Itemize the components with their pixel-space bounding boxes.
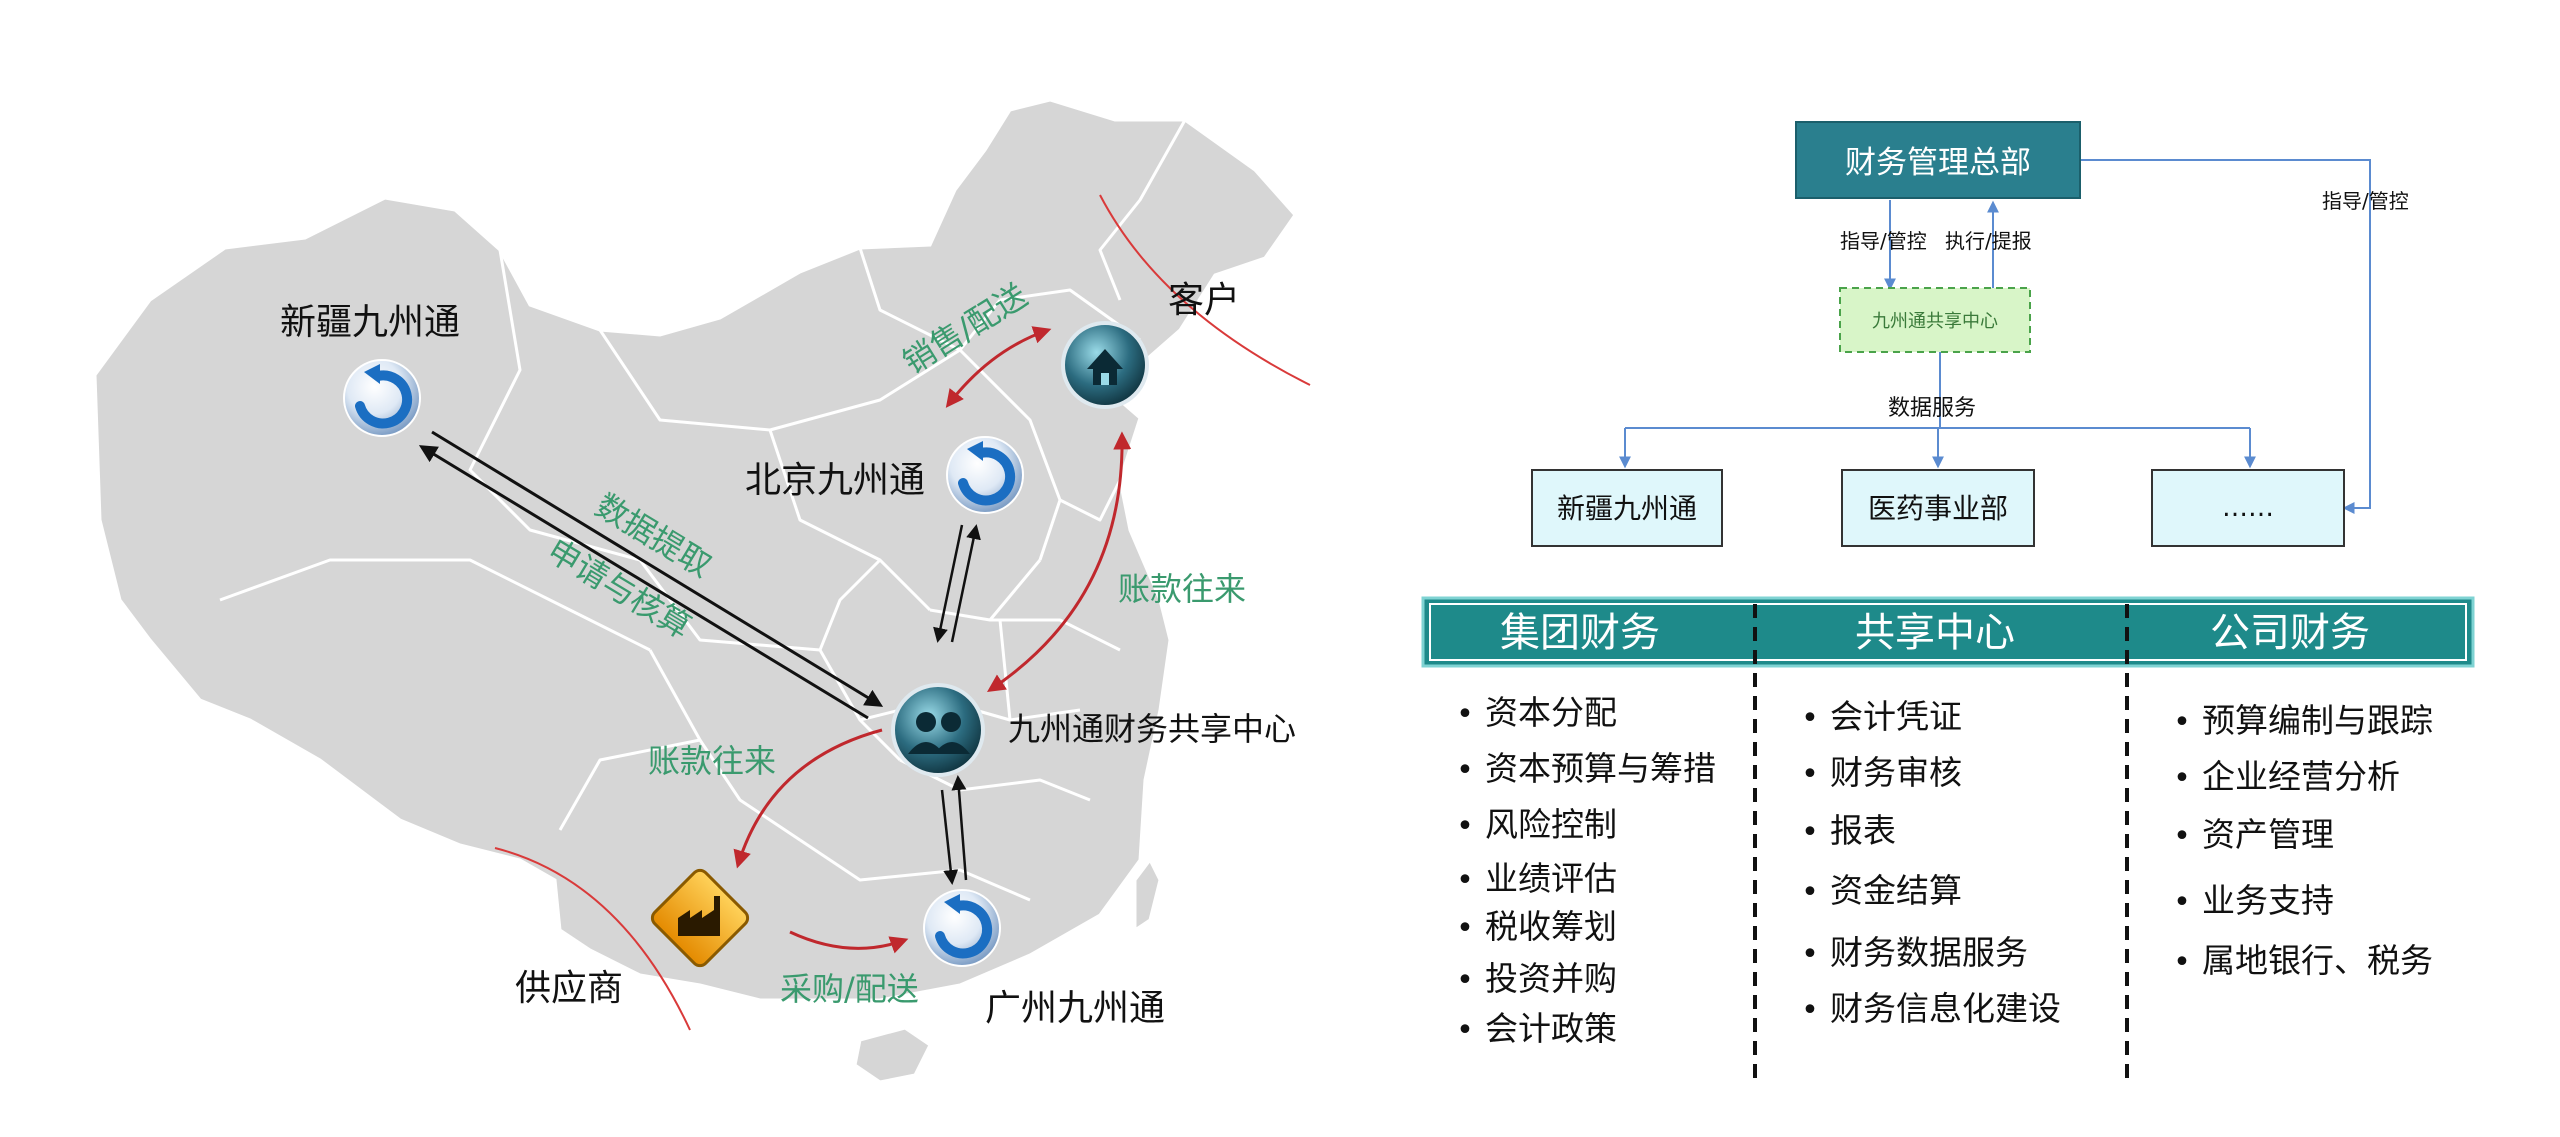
purchase-flow-label: 采购/配送 — [780, 970, 919, 1008]
list-item: 财务信息化建设 — [1790, 982, 2061, 1030]
list-item: 风险控制 — [1445, 798, 1617, 846]
hq-box: 财务管理总部 — [1795, 121, 2081, 199]
shared-center-box: 九州通共享中心 — [1839, 287, 2031, 353]
list-item: 资本分配 — [1445, 686, 1617, 734]
header-shared-center: 共享中心 — [1855, 610, 2015, 656]
list-item: 资本预算与筹措 — [1445, 742, 1716, 790]
ar-customer-flow-label: 账款往来 — [1118, 570, 1246, 608]
list-item: 资产管理 — [2162, 808, 2334, 856]
list-item: 会计政策 — [1445, 1002, 1617, 1050]
list-item: 会计凭证 — [1790, 690, 1962, 738]
beijing-center-double-arrow — [933, 524, 981, 643]
list-item: 业绩评估 — [1445, 852, 1617, 900]
header-company-finance: 公司财务 — [2210, 610, 2370, 656]
jzt-logo-icon — [343, 359, 421, 437]
users-icon — [891, 683, 985, 777]
list-item: 业务支持 — [2162, 874, 2334, 922]
supplier-label: 供应商 — [515, 968, 623, 1009]
shared-center-box-label: 九州通共享中心 — [1872, 311, 1998, 332]
unit-label: …… — [2222, 493, 2274, 523]
center-guangzhou-double-arrow — [940, 775, 968, 885]
guide-right-label: 指导/管控 — [2322, 189, 2409, 213]
guide-label: 指导/管控 — [1840, 229, 1927, 253]
list-item: 报表 — [1790, 804, 1896, 852]
list-item: 企业经营分析 — [2162, 750, 2400, 798]
org-connectors — [1619, 159, 2371, 514]
list-item: 财务数据服务 — [1790, 926, 2028, 974]
ap-supplier-curve-arrow — [733, 728, 883, 869]
supplier-region-arc — [494, 847, 691, 1031]
guangzhou-label: 广州九州通 — [985, 988, 1165, 1029]
exec-report-label: 执行/提报 — [1945, 229, 2032, 253]
xinjiang-center-double-arrow — [418, 430, 884, 720]
shared-center-label: 九州通财务共享中心 — [1008, 710, 1296, 748]
jzt-logo-icon — [946, 436, 1024, 514]
hq-label: 财务管理总部 — [1845, 145, 2031, 181]
xinjiang-label: 新疆九州通 — [280, 302, 460, 343]
sales-curve-arrow — [945, 326, 1052, 408]
unit-box-more: …… — [2151, 469, 2345, 547]
list-item: 财务审核 — [1790, 746, 1962, 794]
list-item: 资金结算 — [1790, 864, 1962, 912]
unit-label: 医药事业部 — [1868, 492, 2008, 525]
unit-box-pharma: 医药事业部 — [1841, 469, 2035, 547]
customer-region-arc — [1099, 194, 1311, 386]
customer-label: 客户 — [1168, 280, 1240, 321]
data-service-label: 数据服务 — [1888, 396, 1976, 421]
jzt-logo-icon — [923, 889, 1001, 967]
header-group-finance: 集团财务 — [1500, 610, 1660, 656]
ap-supplier-flow-label: 账款往来 — [648, 742, 776, 780]
list-item: 投资并购 — [1445, 952, 1617, 1000]
list-item: 预算编制与跟踪 — [2162, 694, 2433, 742]
ar-customer-curve-arrow — [987, 431, 1132, 692]
factory-warning-icon — [650, 868, 750, 968]
unit-box-xinjiang: 新疆九州通 — [1531, 469, 1723, 547]
unit-label: 新疆九州通 — [1557, 492, 1697, 525]
list-item: 税收筹划 — [1445, 900, 1617, 948]
list-item: 属地银行、税务 — [2162, 934, 2433, 982]
house-icon — [1061, 321, 1149, 409]
functions-header-bar — [1421, 596, 2475, 668]
beijing-label: 北京九州通 — [745, 460, 925, 501]
purchase-curve-arrow — [789, 930, 909, 954]
